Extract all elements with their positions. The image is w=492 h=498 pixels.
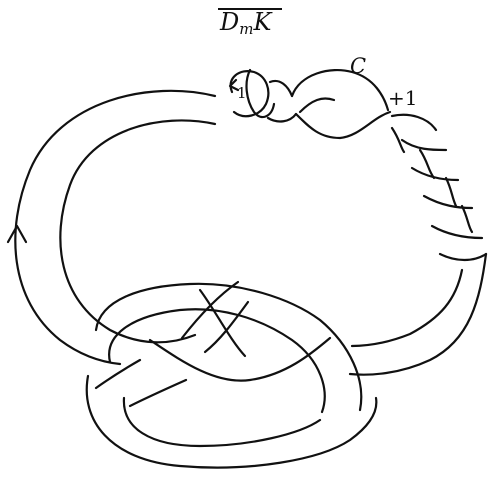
right-band-back-4 bbox=[460, 204, 474, 234]
right-band-back-3 bbox=[444, 176, 458, 208]
right-twist-4 bbox=[430, 224, 484, 240]
twist-strand-a bbox=[294, 110, 392, 140]
knot-strand-8 bbox=[180, 280, 240, 340]
outer-band-strand bbox=[14, 89, 217, 366]
right-twist-2 bbox=[410, 166, 460, 182]
knot-strand-2 bbox=[108, 308, 326, 414]
twist-strand-b bbox=[290, 68, 390, 112]
title-main: D bbox=[220, 8, 240, 36]
title-subscript: m bbox=[239, 20, 254, 38]
clasp-loop-inner bbox=[245, 68, 276, 119]
clasp-strand-lower bbox=[266, 112, 298, 123]
knot-strand-4 bbox=[122, 396, 322, 448]
knot-strand-5 bbox=[148, 336, 332, 382]
clasp-label: 1 bbox=[237, 84, 247, 102]
right-band-back-1 bbox=[390, 126, 406, 154]
knot-strand-3 bbox=[85, 374, 378, 469]
inner-band-strand bbox=[59, 119, 217, 344]
knot-strand-1 bbox=[94, 282, 363, 412]
clasp-arrow-icon bbox=[228, 78, 240, 92]
knot-strand-9 bbox=[94, 358, 142, 390]
clasp-strand-upper bbox=[268, 79, 294, 98]
twist-strand-c bbox=[298, 97, 336, 114]
right-descent-outer bbox=[348, 252, 488, 376]
title-tail: K bbox=[253, 8, 272, 36]
right-twist-1 bbox=[400, 138, 448, 152]
clasp-circle bbox=[229, 70, 270, 118]
diagram-title: DmK bbox=[220, 8, 271, 38]
framing-label: +1 bbox=[388, 86, 418, 110]
right-band-back-2 bbox=[418, 148, 436, 180]
knot-strand-7 bbox=[203, 300, 250, 354]
right-twist-5 bbox=[438, 252, 488, 262]
knot-strand-6 bbox=[198, 288, 247, 358]
right-twist-3 bbox=[422, 194, 474, 210]
circle-c-label: C bbox=[350, 54, 367, 78]
knot-strand-10 bbox=[128, 378, 188, 408]
right-descent-inner bbox=[350, 268, 464, 348]
title-overline bbox=[218, 8, 282, 10]
orientation-arrow-icon bbox=[6, 224, 28, 244]
right-band-outer bbox=[390, 113, 438, 132]
